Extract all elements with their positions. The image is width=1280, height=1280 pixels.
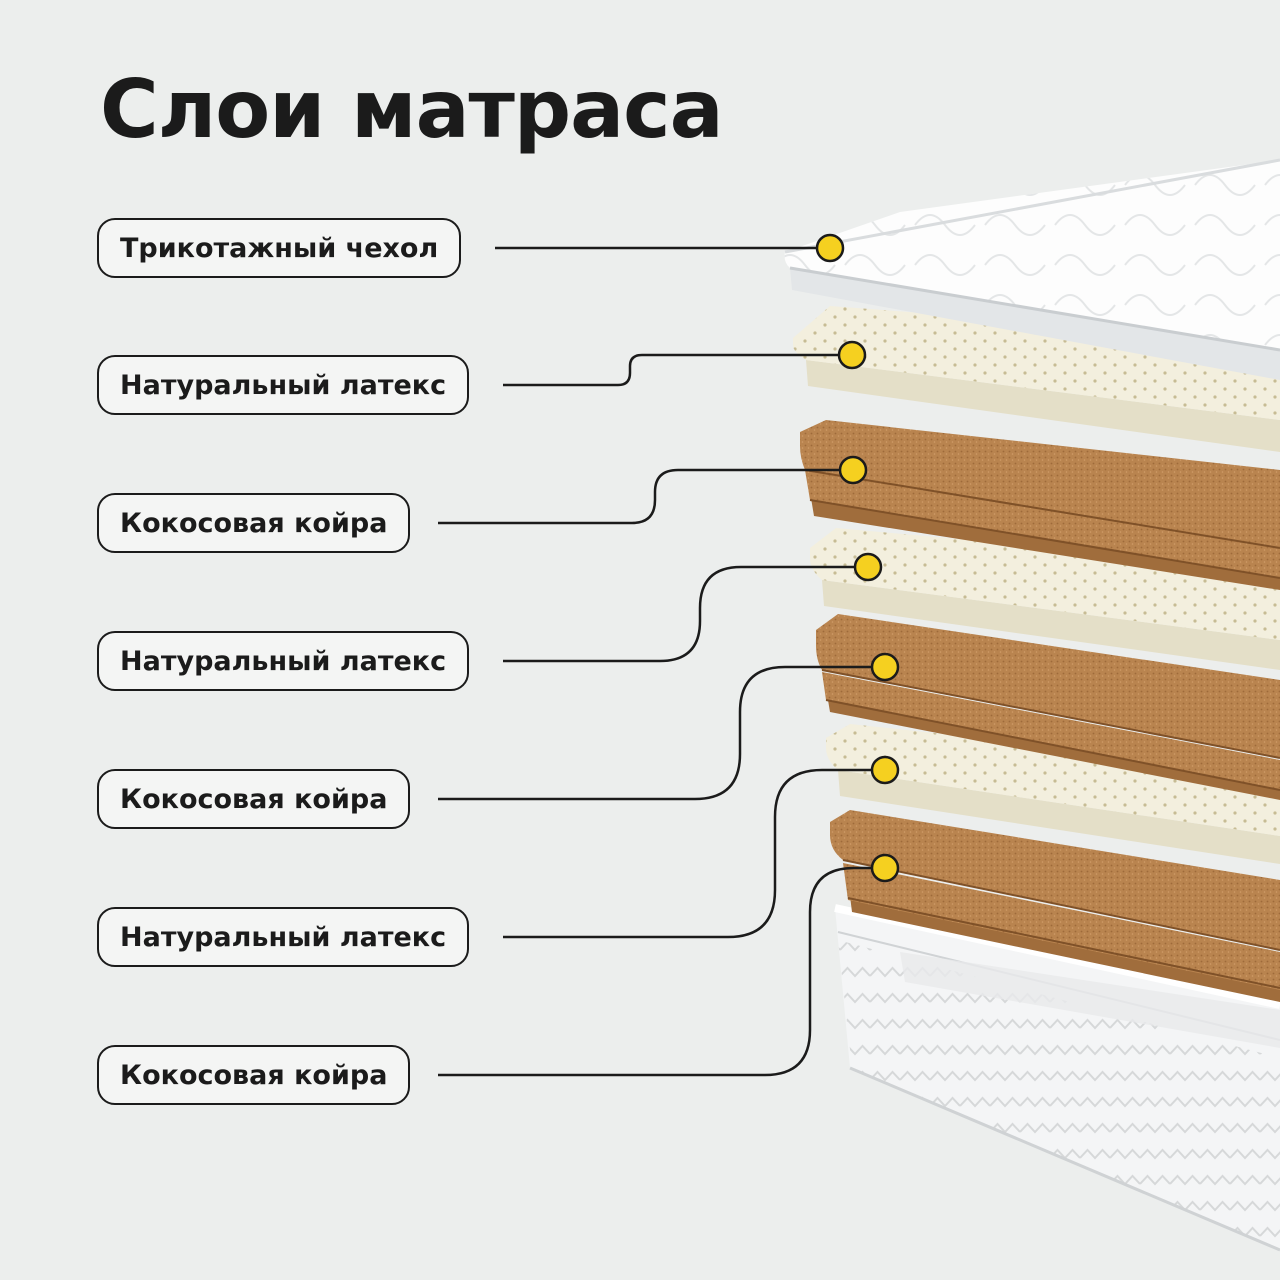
coir-layer-1 <box>800 420 1280 590</box>
marker-dot-1 <box>815 233 845 263</box>
leader-line-2 <box>503 353 852 387</box>
leader-line-3 <box>438 468 853 525</box>
latex-layer-2 <box>810 528 1280 670</box>
knitted-cover <box>784 158 1280 380</box>
marker-dot-4 <box>853 552 883 582</box>
leader-line-5 <box>438 665 885 801</box>
layer-label-4: Натуральный латекс <box>97 631 470 691</box>
layer-label-6: Натуральный латекс <box>97 907 470 967</box>
layer-label-3: Кокосовая койра <box>97 493 411 553</box>
marker-dot-3 <box>838 455 868 485</box>
layer-label-5: Кокосовая койра <box>97 769 411 829</box>
coir-layer-2 <box>816 614 1280 800</box>
leader-line-7 <box>438 866 885 1077</box>
marker-dot-5 <box>870 652 900 682</box>
layer-label-7: Кокосовая койра <box>97 1045 411 1105</box>
mattress-base <box>834 904 1280 1252</box>
layer-shapes <box>784 158 1280 1252</box>
marker-dot-2 <box>837 340 867 370</box>
latex-layer-3 <box>826 724 1280 864</box>
marker-dot-7 <box>870 853 900 883</box>
layer-label-1: Трикотажный чехол <box>97 218 462 278</box>
marker-dot-6 <box>870 755 900 785</box>
leader-line-4 <box>503 565 868 663</box>
page-title: Слои матраса <box>100 63 724 156</box>
leader-lines <box>438 246 885 1077</box>
leader-line-6 <box>503 768 885 939</box>
layer-label-2: Натуральный латекс <box>97 355 470 415</box>
layer-markers <box>815 233 900 883</box>
